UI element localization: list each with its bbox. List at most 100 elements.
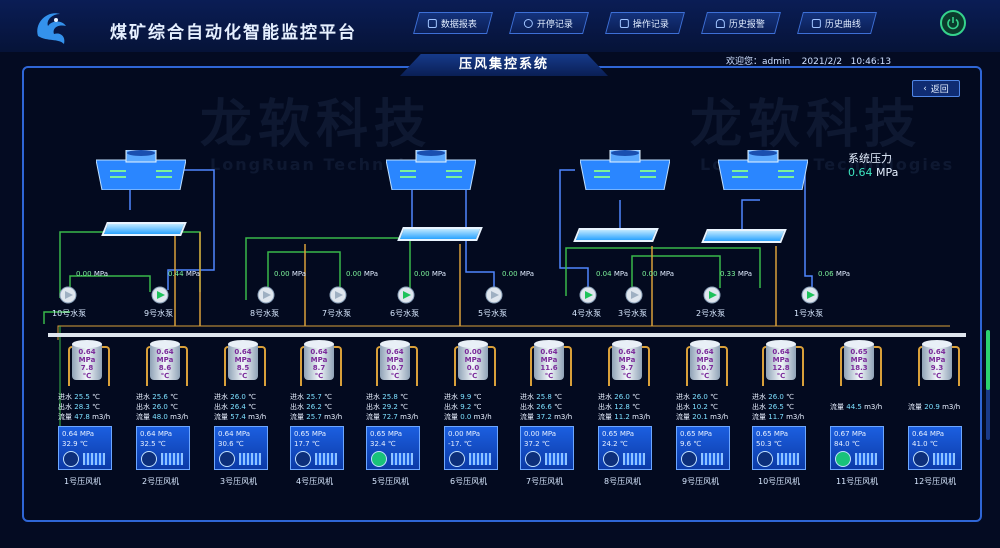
pump-pressure-value: 0.44 — [168, 270, 184, 278]
pump-label: 4号水泵 — [572, 309, 602, 318]
unit-temp-value: 9.6 — [680, 440, 692, 448]
flow-label: 流量 — [444, 413, 458, 421]
pump-pressure-value: 0.00 — [414, 270, 430, 278]
water-pump-icon[interactable] — [702, 286, 722, 304]
tank-body — [844, 344, 874, 380]
temp-unit: ℃ — [170, 393, 178, 401]
inlet-label: 进水 — [752, 393, 766, 401]
unit-pressure-value: 0.67 — [834, 430, 850, 438]
tank-pressure-unit: MPa — [310, 356, 328, 364]
unit-temp: 32.5 ℃ — [140, 440, 166, 448]
water-pump-icon[interactable] — [484, 286, 504, 304]
flow-value: 11.7 — [768, 413, 784, 421]
flow-value: 20.9 — [924, 403, 940, 411]
unit-pressure: 0.65 MPa — [756, 430, 788, 438]
water-pump-icon[interactable] — [328, 286, 348, 304]
outlet-label: 出水 — [676, 403, 690, 411]
tank-temp-value: 11.6 — [540, 364, 558, 372]
inlet-label: 进水 — [520, 393, 534, 401]
inlet-label: 进水 — [366, 393, 380, 401]
tank-temp-value: 0.0 — [466, 364, 480, 372]
water-pump-icon[interactable] — [58, 286, 78, 304]
water-pump-icon[interactable] — [256, 286, 276, 304]
flow-label: 流量 — [366, 413, 380, 421]
inlet-temp: 25.8 — [536, 393, 552, 401]
cooling-tower-4-icon — [718, 150, 808, 190]
fan-icon — [219, 451, 235, 467]
tank-top — [72, 340, 102, 348]
unit-temp-unit: ℃ — [541, 440, 550, 448]
unit-temp: 32.9 ℃ — [62, 440, 88, 448]
vent-grill — [315, 453, 337, 465]
tank-body — [150, 344, 180, 380]
tank-pressure-value: 0.64 — [386, 348, 404, 356]
compressor-machine[interactable]: 0.65 MPa 50.3 ℃ — [752, 426, 806, 470]
pump-pressure-value: 0.00 — [642, 270, 658, 278]
temp-unit: ℃ — [554, 403, 562, 411]
tank-body — [766, 344, 796, 380]
compressor-label: 8号压风机 — [604, 477, 642, 486]
water-pump-icon[interactable] — [396, 286, 416, 304]
pump-label: 8号水泵 — [250, 309, 280, 318]
tank-body — [922, 344, 952, 380]
pump-pressure-readout: 0.33 MPa — [720, 270, 752, 278]
unit-temp: 50.3 ℃ — [756, 440, 782, 448]
unit-temp-value: 30.6 — [218, 440, 234, 448]
pump-pressure-value: 0.00 — [76, 270, 92, 278]
power-button[interactable] — [940, 10, 966, 36]
water-pump-icon[interactable] — [624, 286, 644, 304]
unit-temp-unit: ℃ — [311, 440, 320, 448]
tank-body — [380, 344, 410, 380]
flow-label: 流量 — [58, 413, 72, 421]
inlet-temp: 25.5 — [74, 393, 90, 401]
unit-temp: 84.0 ℃ — [834, 440, 860, 448]
tank-pressure-unit: MPa — [156, 356, 174, 364]
water-pump-icon[interactable] — [800, 286, 820, 304]
inlet-temp: 26.0 — [768, 393, 784, 401]
flow-value: 72.7 — [382, 413, 398, 421]
unit-temp-value: 37.2 — [524, 440, 540, 448]
temp-unit: ℃ — [324, 393, 332, 401]
tank-pressure-value: 0.64 — [696, 348, 714, 356]
compressor-label: 10号压风机 — [758, 477, 801, 486]
tank-temp-unit: ℃ — [468, 372, 478, 380]
inlet-label: 进水 — [58, 393, 72, 401]
tank-top — [766, 340, 796, 348]
tank-temp: 0.0℃ — [458, 364, 488, 380]
system-pressure-unit: MPa — [876, 166, 899, 179]
back-button[interactable]: ‹ 返回 — [912, 80, 960, 97]
tank-temp: 8.6℃ — [150, 364, 180, 380]
flow-label: 流量 — [214, 413, 228, 421]
flow-label: 流量 — [136, 413, 150, 421]
scrollbar-thumb[interactable] — [986, 330, 990, 390]
pump-pressure-readout: 0.00 MPa — [502, 270, 534, 278]
tank-temp: 11.6℃ — [534, 364, 564, 380]
unit-temp-unit: ℃ — [773, 440, 782, 448]
flow-label: 流量 — [752, 413, 766, 421]
tank-temp-value: 8.5 — [236, 364, 250, 372]
tank-temp: 7.8℃ — [72, 364, 102, 380]
compressor-label: 1号压风机 — [64, 477, 102, 486]
unit-pressure: 0.64 MPa — [218, 430, 250, 438]
scrollbar[interactable] — [986, 330, 990, 440]
compressor-machine[interactable]: 0.00 MPa-17. ℃ — [444, 426, 498, 470]
pump-pressure-unit: MPa — [613, 270, 629, 278]
water-pump-icon[interactable] — [578, 286, 598, 304]
unit-temp-unit: ℃ — [851, 440, 860, 448]
cooling-tower-1-icon — [96, 150, 186, 190]
water-pump-icon[interactable] — [150, 286, 170, 304]
